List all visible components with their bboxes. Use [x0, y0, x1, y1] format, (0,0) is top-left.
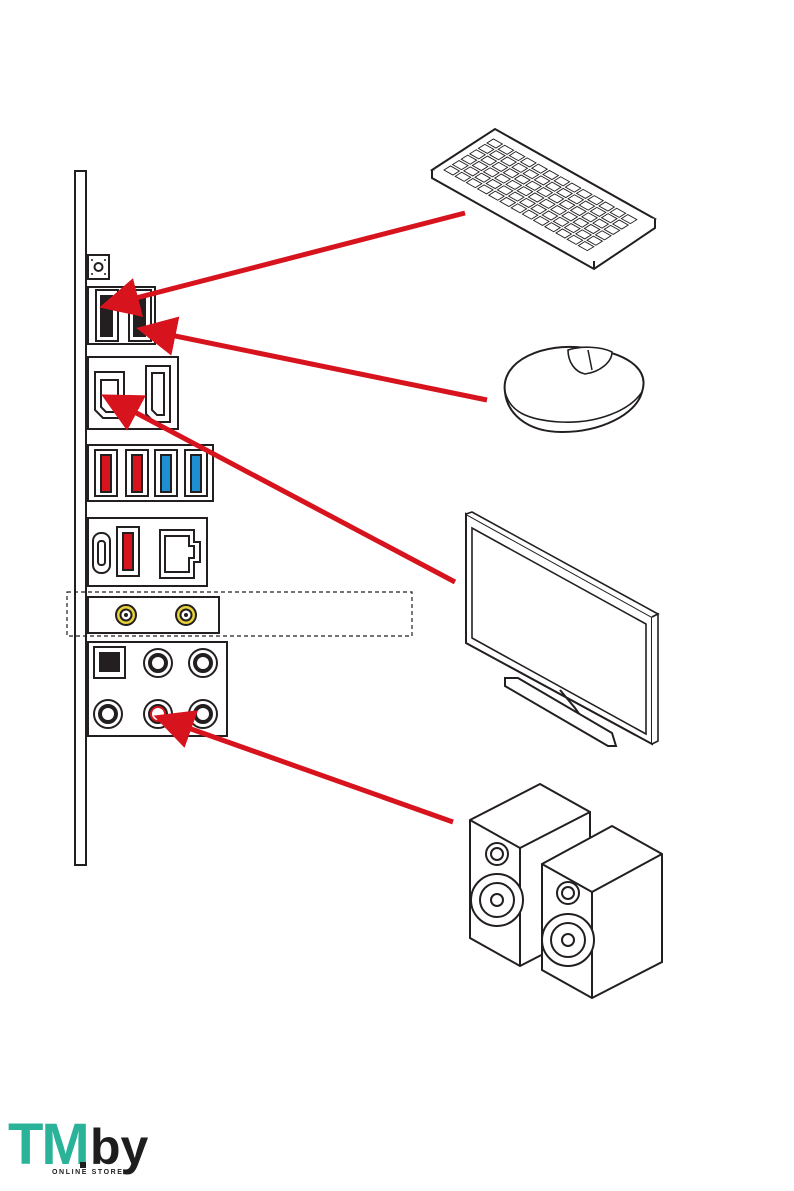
keyboard-icon: [432, 129, 655, 269]
usbc-lan-block: [88, 518, 207, 586]
logo-tagline: ONLINE STORE: [52, 1169, 124, 1176]
arrow-mouse-to-usb: [146, 330, 487, 400]
tmby-logo: TM by ONLINE STORE: [6, 1118, 156, 1182]
io-shield-plate: [75, 171, 86, 865]
mouse-icon: [505, 347, 644, 432]
usb-ports-row: [88, 445, 213, 501]
monitor-icon: [466, 512, 658, 746]
wifi-antenna-connectors: [88, 597, 219, 633]
arrow-keyboard-to-usb: [109, 213, 465, 305]
optical-spdif-icon: [94, 647, 125, 678]
reset-button-icon: [88, 255, 109, 279]
logo-brand-by: by: [90, 1122, 148, 1172]
video-ports: [88, 357, 178, 429]
arrow-speakers-to-line-out: [163, 719, 453, 822]
logo-dot: [80, 1162, 86, 1168]
audio-jacks: [88, 642, 227, 736]
io-panel: [67, 171, 412, 865]
speakers-icon: [470, 784, 662, 998]
logo-brand-tm: TM: [8, 1116, 88, 1174]
